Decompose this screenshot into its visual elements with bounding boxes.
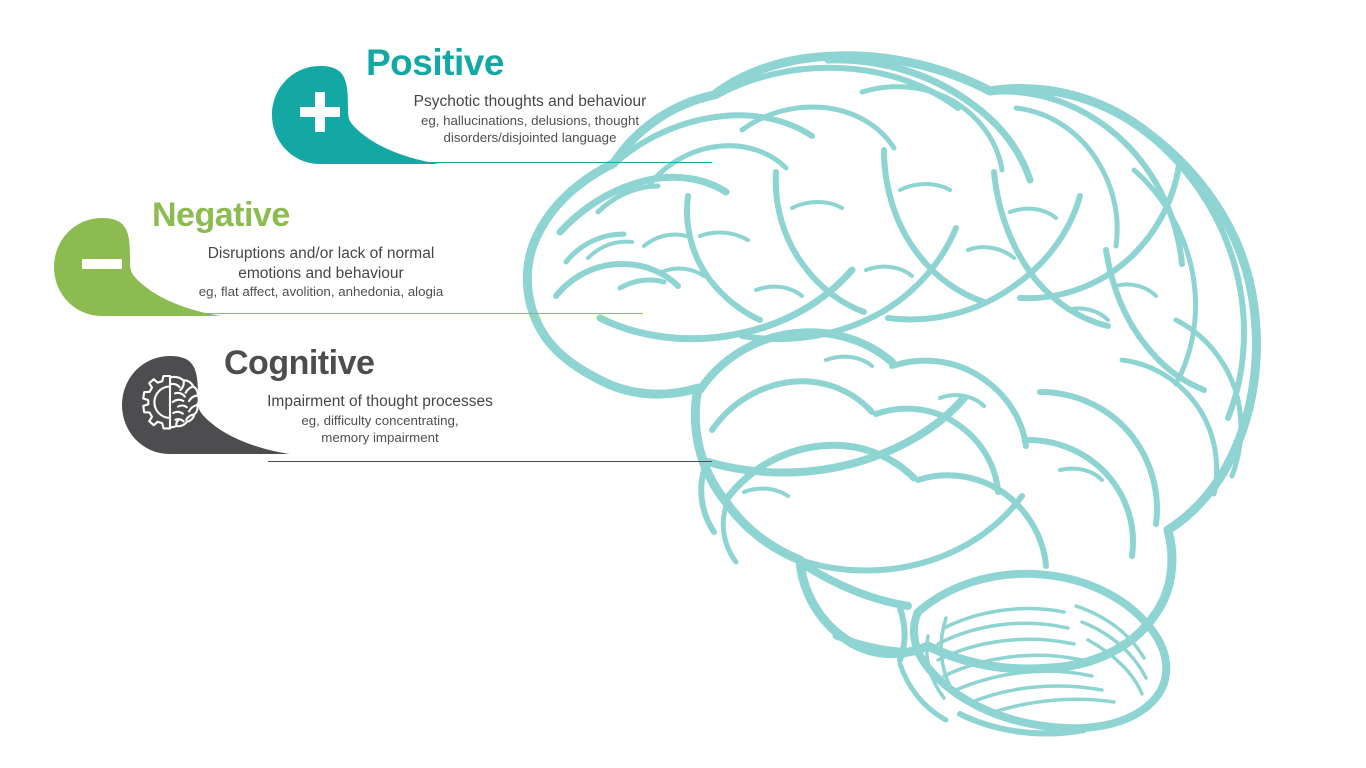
cognitive-examples-line2: memory impairment bbox=[321, 430, 439, 446]
negative-examples: eg, flat affect, avolition, anhedonia, a… bbox=[198, 284, 444, 300]
positive-teardrop bbox=[272, 66, 440, 164]
negative-description-line1: Disruptions and/or lack of normal bbox=[207, 245, 435, 262]
negative-description-line2: emotions and behaviour bbox=[238, 264, 404, 282]
cognitive-description-main: Impairment of thought processes bbox=[267, 393, 493, 410]
cognitive-title: Cognitive bbox=[224, 344, 375, 382]
positive-description: Psychotic thoughts and behaviour eg, hal… bbox=[378, 92, 682, 147]
positive-examples-line2: disorders/disjointed language bbox=[443, 130, 617, 146]
cognitive-description: Impairment of thought processes eg, diff… bbox=[236, 392, 524, 447]
positive-description-main: Psychotic thoughts and behaviour bbox=[413, 93, 647, 110]
negative-description: Disruptions and/or lack of normal emotio… bbox=[165, 244, 477, 301]
negative-teardrop bbox=[54, 218, 222, 316]
negative-title: Negative bbox=[152, 196, 290, 234]
positive-connector-line bbox=[420, 162, 712, 163]
negative-connector-line bbox=[203, 313, 643, 314]
positive-title: Positive bbox=[366, 42, 504, 83]
cognitive-connector-line bbox=[268, 461, 712, 462]
positive-examples-line1: eg, hallucinations, delusions, thought bbox=[420, 112, 640, 128]
cognitive-examples-line1: eg, difficulty concentrating, bbox=[301, 412, 459, 428]
